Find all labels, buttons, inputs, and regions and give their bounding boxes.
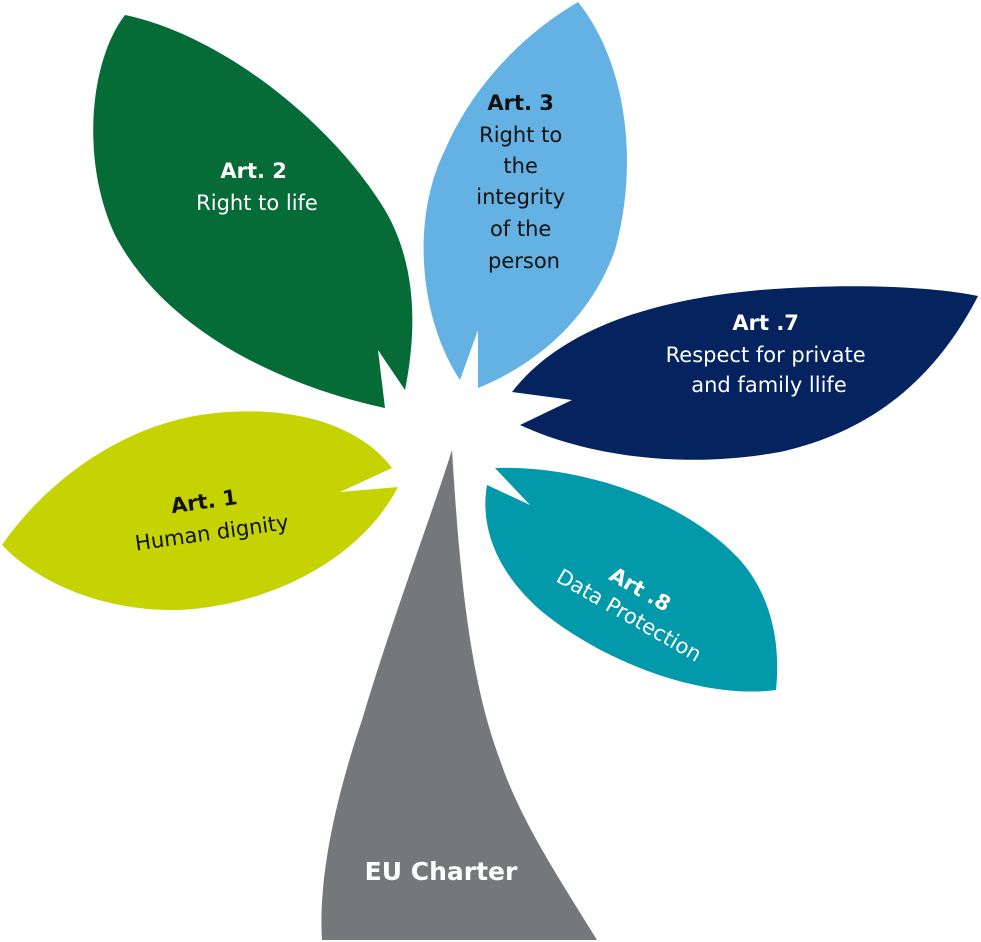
- petal-art2-shape: [93, 15, 413, 408]
- petal-art2-label: Art. 2 Right to life: [196, 159, 318, 215]
- petal-art3-line-5: person: [488, 249, 560, 273]
- petal-art3-line-3: integrity: [476, 185, 565, 209]
- stem-shape: [321, 450, 597, 940]
- petal-art7-label: Art .7 Respect for private and family ll…: [666, 311, 873, 397]
- petal-art7-line-1: Respect for private: [666, 343, 866, 367]
- petal-art3-shape: [423, 2, 627, 388]
- petal-art8-shape: [485, 467, 778, 692]
- petal-art2-text: Right to life: [196, 191, 318, 215]
- stem-label: EU Charter: [365, 857, 518, 886]
- petal-art3-line-1: Right to: [479, 123, 562, 147]
- petal-art7-title: Art .7: [732, 311, 799, 335]
- petal-art3-label: Art. 3 Right to the integrity of the per…: [476, 91, 571, 273]
- petal-art2-title: Art. 2: [220, 159, 287, 183]
- petal-art3-title: Art. 3: [487, 91, 554, 115]
- petal-art3-line-2: the: [503, 154, 537, 178]
- petal-art7-line-2: and family llife: [691, 373, 847, 397]
- petal-art3-line-4: of the: [490, 217, 551, 241]
- petal-art7-shape: [512, 286, 978, 460]
- petal-art1-shape: [2, 411, 398, 611]
